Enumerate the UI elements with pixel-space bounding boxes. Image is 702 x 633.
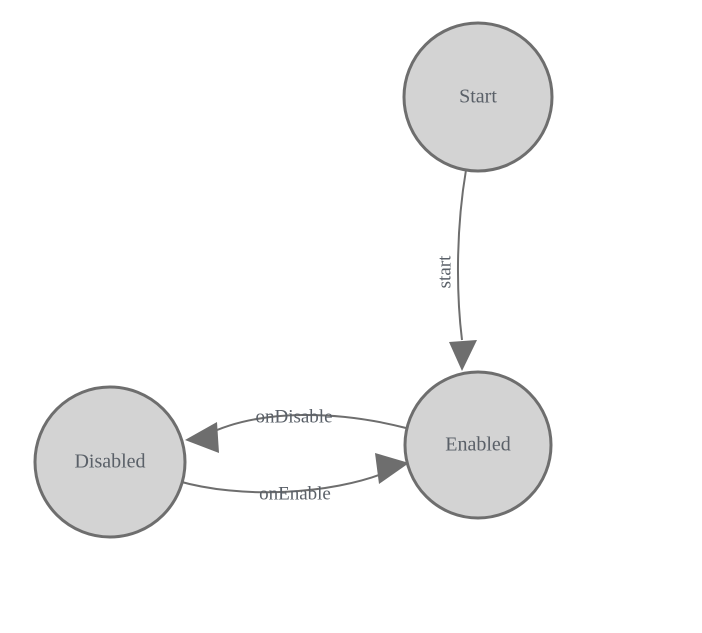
edge-enabled-to-disabled-arrowhead xyxy=(185,422,219,453)
node-disabled-label: Disabled xyxy=(74,451,145,473)
node-enabled-circle xyxy=(403,370,553,520)
edge-label-on-enable: onEnable xyxy=(259,483,331,504)
edge-start-to-enabled-arrowhead xyxy=(449,340,477,371)
node-start-label: Start xyxy=(459,86,497,108)
node-disabled[interactable]: Disabled xyxy=(33,385,187,539)
edge-enabled-to-disabled[interactable]: onDisable xyxy=(185,406,407,453)
edge-disabled-to-enabled[interactable]: onEnable xyxy=(177,453,409,504)
node-start-circle xyxy=(402,21,554,173)
node-enabled[interactable]: Enabled xyxy=(403,370,553,520)
edge-start-to-enabled[interactable]: start xyxy=(434,169,477,371)
edge-enabled-to-disabled-path xyxy=(205,413,407,436)
edge-disabled-to-enabled-arrowhead xyxy=(375,453,409,484)
node-enabled-label: Enabled xyxy=(445,434,511,456)
edge-start-to-enabled-path xyxy=(457,169,467,341)
edge-label-start: start xyxy=(434,255,455,288)
node-disabled-circle xyxy=(33,385,187,539)
node-start[interactable]: Start xyxy=(402,21,554,173)
edge-label-on-disable: onDisable xyxy=(255,406,332,427)
edge-disabled-to-enabled-path xyxy=(177,471,388,494)
